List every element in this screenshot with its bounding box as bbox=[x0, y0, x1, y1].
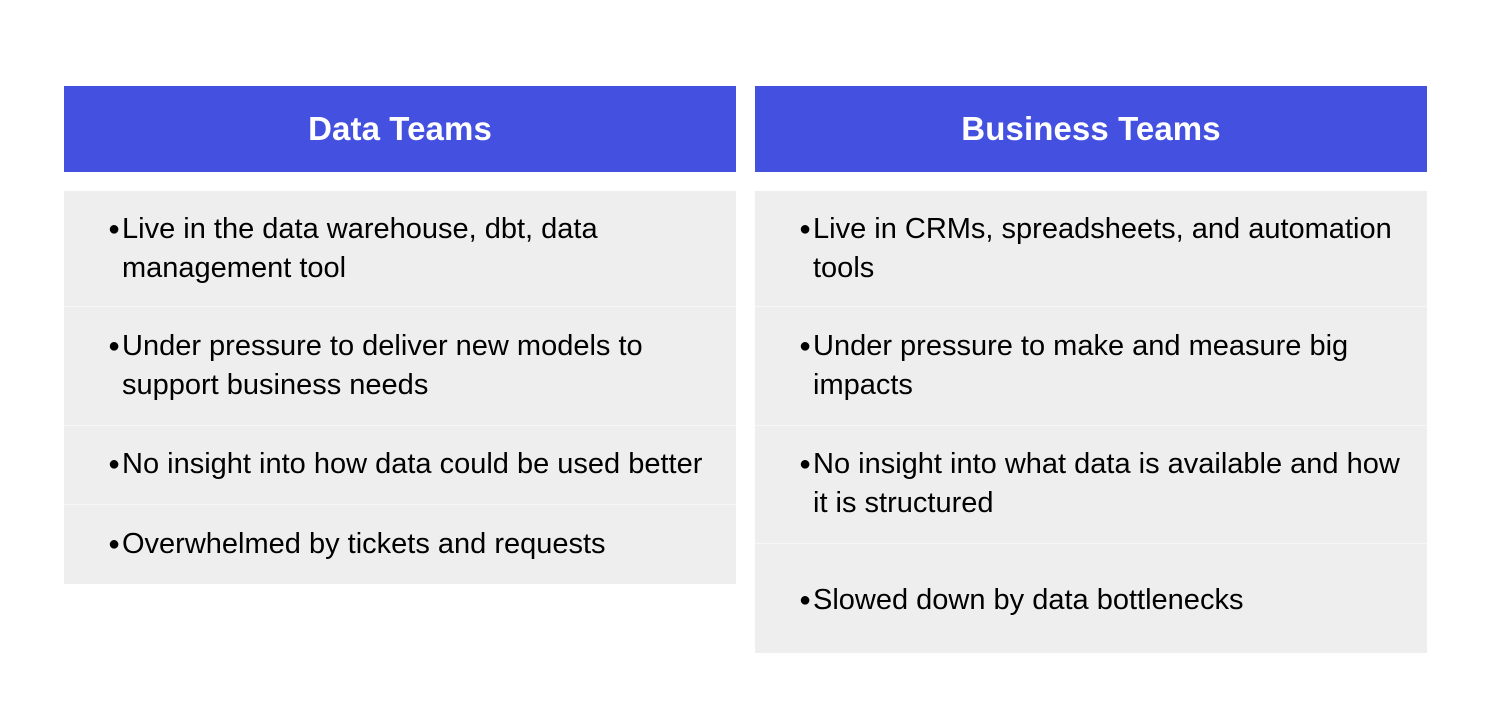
list-item-text: Live in the data warehouse, dbt, data ma… bbox=[122, 213, 598, 284]
bullet-point-icon: ● bbox=[799, 218, 812, 240]
list-item: ● Slowed down by data bottlenecks bbox=[755, 544, 1427, 653]
bullet-point-icon: ● bbox=[108, 218, 121, 240]
column-body-data-teams: ● Live in the data warehouse, dbt, data … bbox=[64, 191, 736, 584]
list-item: ● Overwhelmed by tickets and requests bbox=[64, 505, 736, 584]
list-item-text: Live in CRMs, spreadsheets, and automati… bbox=[813, 213, 1392, 284]
column-header-business-teams: Business Teams bbox=[755, 86, 1427, 172]
list-item-text: Under pressure to deliver new models to … bbox=[122, 330, 643, 401]
list-item-text: Slowed down by data bottlenecks bbox=[813, 584, 1244, 616]
bullet-point-icon: ● bbox=[108, 335, 121, 357]
list-item: ● Under pressure to deliver new models t… bbox=[64, 307, 736, 426]
list-item: ● Under pressure to make and measure big… bbox=[755, 307, 1427, 426]
bullet-point-icon: ● bbox=[799, 453, 812, 475]
header-gap-right bbox=[755, 172, 1427, 191]
header-gap-left bbox=[64, 172, 736, 191]
list-item: ● Live in the data warehouse, dbt, data … bbox=[64, 191, 736, 307]
bullet-point-icon: ● bbox=[108, 533, 121, 555]
column-body-business-teams: ● Live in CRMs, spreadsheets, and automa… bbox=[755, 191, 1427, 653]
bullet-point-icon: ● bbox=[108, 453, 121, 475]
bullet-point-icon: ● bbox=[799, 589, 812, 611]
list-item: ● No insight into what data is available… bbox=[755, 426, 1427, 544]
column-data-teams: Data Teams ● Live in the data warehouse,… bbox=[64, 86, 736, 653]
list-item: ● Live in CRMs, spreadsheets, and automa… bbox=[755, 191, 1427, 307]
list-item-text: Under pressure to make and measure big i… bbox=[813, 330, 1349, 401]
comparison-columns: Data Teams ● Live in the data warehouse,… bbox=[64, 86, 1427, 653]
list-item-text: Overwhelmed by tickets and requests bbox=[122, 528, 606, 560]
list-item: ● No insight into how data could be used… bbox=[64, 426, 736, 505]
column-business-teams: Business Teams ● Live in CRMs, spreadshe… bbox=[755, 86, 1427, 653]
list-item-text: No insight into what data is available a… bbox=[813, 448, 1400, 519]
list-item-text: No insight into how data could be used b… bbox=[122, 448, 703, 480]
column-header-data-teams: Data Teams bbox=[64, 86, 736, 172]
bullet-point-icon: ● bbox=[799, 335, 812, 357]
